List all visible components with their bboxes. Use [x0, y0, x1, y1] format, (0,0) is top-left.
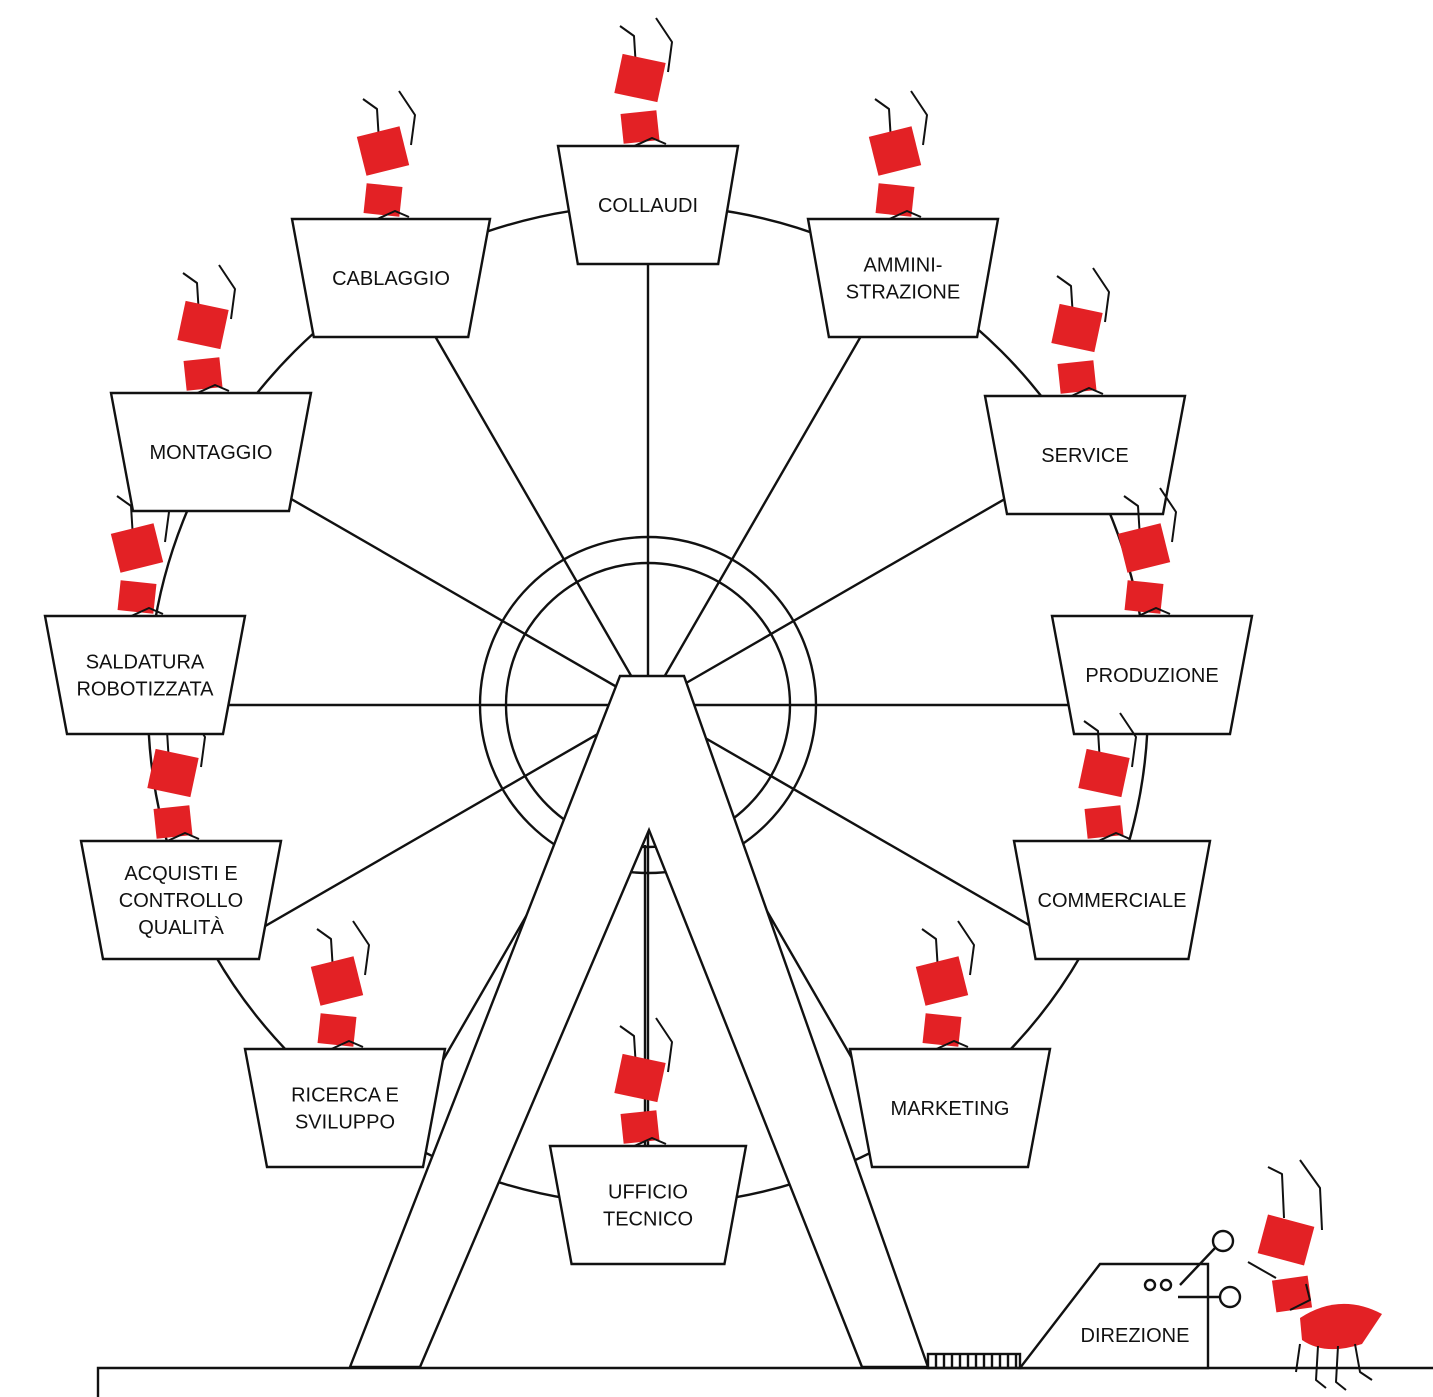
- gondola-label: UFFICIO: [608, 1182, 688, 1204]
- wheel-hub-inner: [504, 561, 792, 849]
- gondola-label: MONTAGGIO: [150, 442, 273, 464]
- gondola-service: SERVICE: [983, 267, 1187, 516]
- wheel-hub-outer: [478, 535, 818, 875]
- gondola-label: SERVICE: [1041, 445, 1128, 467]
- worker-ant: [915, 920, 975, 1052]
- gondola-commerciale: COMMERCIALE: [1012, 712, 1212, 961]
- control-booth: DIREZIONE: [1017, 1229, 1242, 1370]
- gondola-label: SVILUPPO: [295, 1112, 395, 1134]
- control-booth-label: DIREZIONE: [1081, 1325, 1190, 1347]
- gondola-label: RICERCA E: [291, 1085, 399, 1107]
- gondola-ufficio-tecnico: UFFICIO TECNICO: [548, 1017, 748, 1266]
- gondola-bucket: [1012, 839, 1212, 961]
- gondola-label: QUALITÀ: [138, 916, 224, 939]
- gondola-cablaggio: CABLAGGIO: [290, 90, 492, 339]
- gondola-bucket: [983, 394, 1187, 516]
- gondola-label: ROBOTIZZATA: [76, 679, 214, 701]
- gondola-label: TECNICO: [603, 1209, 693, 1231]
- gondola-bucket: [109, 391, 313, 513]
- gondola-montaggio: MONTAGGIO: [109, 264, 313, 513]
- worker-ant: [1117, 487, 1177, 619]
- worker-ant: [614, 1017, 673, 1149]
- gondola-produzione: PRODUZIONE: [1050, 487, 1254, 736]
- wheel-spoke: [214, 703, 649, 957]
- gondola-label: COMMERCIALE: [1038, 890, 1187, 912]
- gondola-saldatura-robotizzata: SALDATURA ROBOTIZZATA: [43, 487, 247, 736]
- worker-ant: [356, 90, 416, 222]
- worker-ant: [1078, 712, 1137, 844]
- gondola-bucket: [43, 614, 247, 736]
- gondola-collaudi: COLLAUDI: [556, 17, 740, 266]
- worker-ant: [310, 920, 370, 1052]
- booth-ant: [1247, 1159, 1382, 1391]
- gondola-label: PRODUZIONE: [1085, 665, 1218, 687]
- worker-ant: [1051, 267, 1110, 399]
- wheel-spoke: [646, 271, 900, 706]
- floor-grate: [926, 1352, 1022, 1370]
- gondola-label: SALDATURA: [86, 652, 205, 674]
- wheel-spoke: [396, 271, 650, 706]
- gondola-label: COLLAUDI: [598, 195, 698, 217]
- gondola-bucket: [79, 839, 283, 961]
- gondola-label: MARKETING: [891, 1098, 1010, 1120]
- gondola-bucket: [548, 1144, 748, 1266]
- ground-line: [96, 1366, 1433, 1397]
- gondolas: COLLAUDI AMMINI- STRAZIONE SERVICE PRODUZION…: [43, 17, 1254, 1266]
- gondola-bucket: [1050, 614, 1254, 736]
- gondola-label: STRAZIONE: [846, 282, 960, 304]
- gondola-bucket: [243, 1047, 447, 1169]
- worker-ant: [868, 90, 928, 222]
- worker-ant: [614, 17, 673, 149]
- gondola-amministrazione: AMMINI- STRAZIONE: [806, 90, 1000, 339]
- worker-ant: [110, 487, 170, 619]
- worker-ant: [177, 264, 236, 396]
- gondola-bucket: [290, 217, 492, 339]
- gondola-ricerca-e-sviluppo: RICERCA E SVILUPPO: [243, 920, 447, 1169]
- gondola-bucket: [806, 217, 1000, 339]
- gondola-bucket: [848, 1047, 1052, 1169]
- wheel-spoke: [647, 703, 1082, 957]
- gondola-label: CONTROLLO: [119, 890, 243, 912]
- gondola-label: AMMINI-: [864, 255, 943, 277]
- gondola-label: ACQUISTI E: [124, 863, 237, 885]
- gondola-bucket: [556, 144, 740, 266]
- gondola-acquisti-e-controllo-qualita: ACQUISTI E CONTROLLO QUALITÀ: [79, 712, 283, 961]
- gondola-label: CABLAGGIO: [332, 268, 450, 290]
- wheel-spokes: [148, 205, 1148, 1205]
- gondola-marketing: MARKETING: [848, 920, 1052, 1169]
